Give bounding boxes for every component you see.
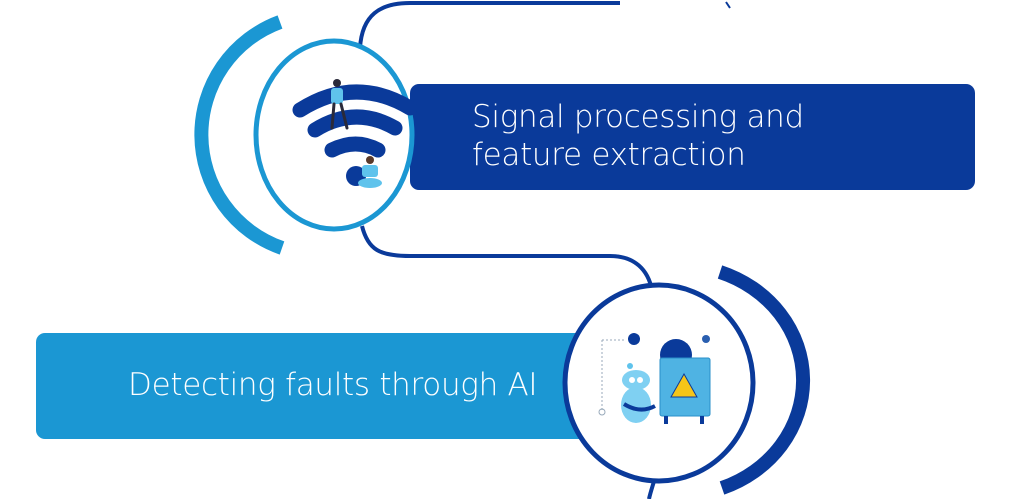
tick-mark: [725, 1, 731, 9]
step-label-fault-detection: Detecting faults through AI: [128, 367, 538, 403]
top-connector: [358, 1, 620, 49]
step-box-signal-processing: Signal processing and feature extraction: [410, 84, 975, 190]
outer-arc-left: [194, 15, 285, 255]
label-line-2: feature extraction: [472, 137, 746, 173]
step-box-fault-detection: Detecting faults through AI: [36, 333, 600, 439]
step-label-signal-processing: Signal processing and feature extraction: [472, 98, 804, 174]
middle-connector: [360, 225, 654, 291]
label-line-1: Signal processing and: [472, 99, 804, 135]
outer-arc-right: [717, 265, 811, 495]
bottom-connector: [647, 477, 657, 499]
